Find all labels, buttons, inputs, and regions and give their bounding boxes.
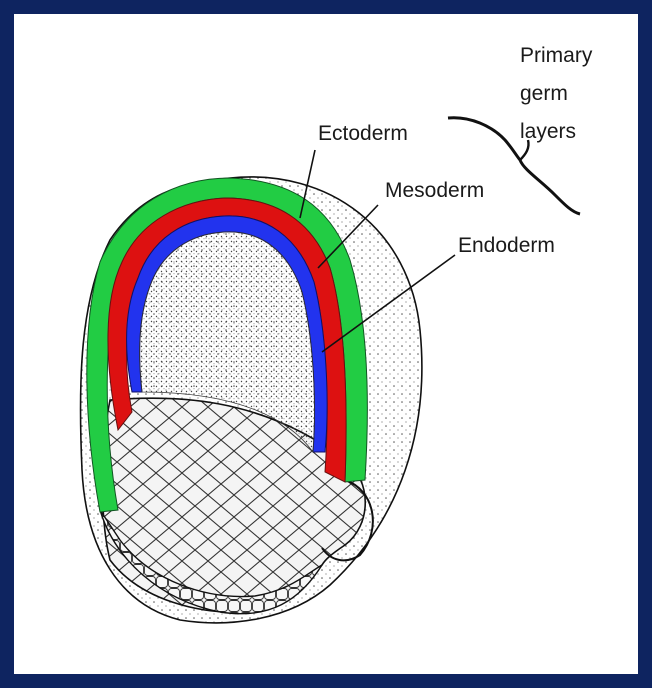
primary-label-line1: Primary xyxy=(520,44,593,67)
mesoderm-label: Mesoderm xyxy=(385,179,484,202)
primary-label-line3: layers xyxy=(520,120,576,143)
endoderm-label: Endoderm xyxy=(458,234,555,257)
primary-label-line2: germ xyxy=(520,82,568,105)
ectoderm-label: Ectoderm xyxy=(318,122,408,145)
